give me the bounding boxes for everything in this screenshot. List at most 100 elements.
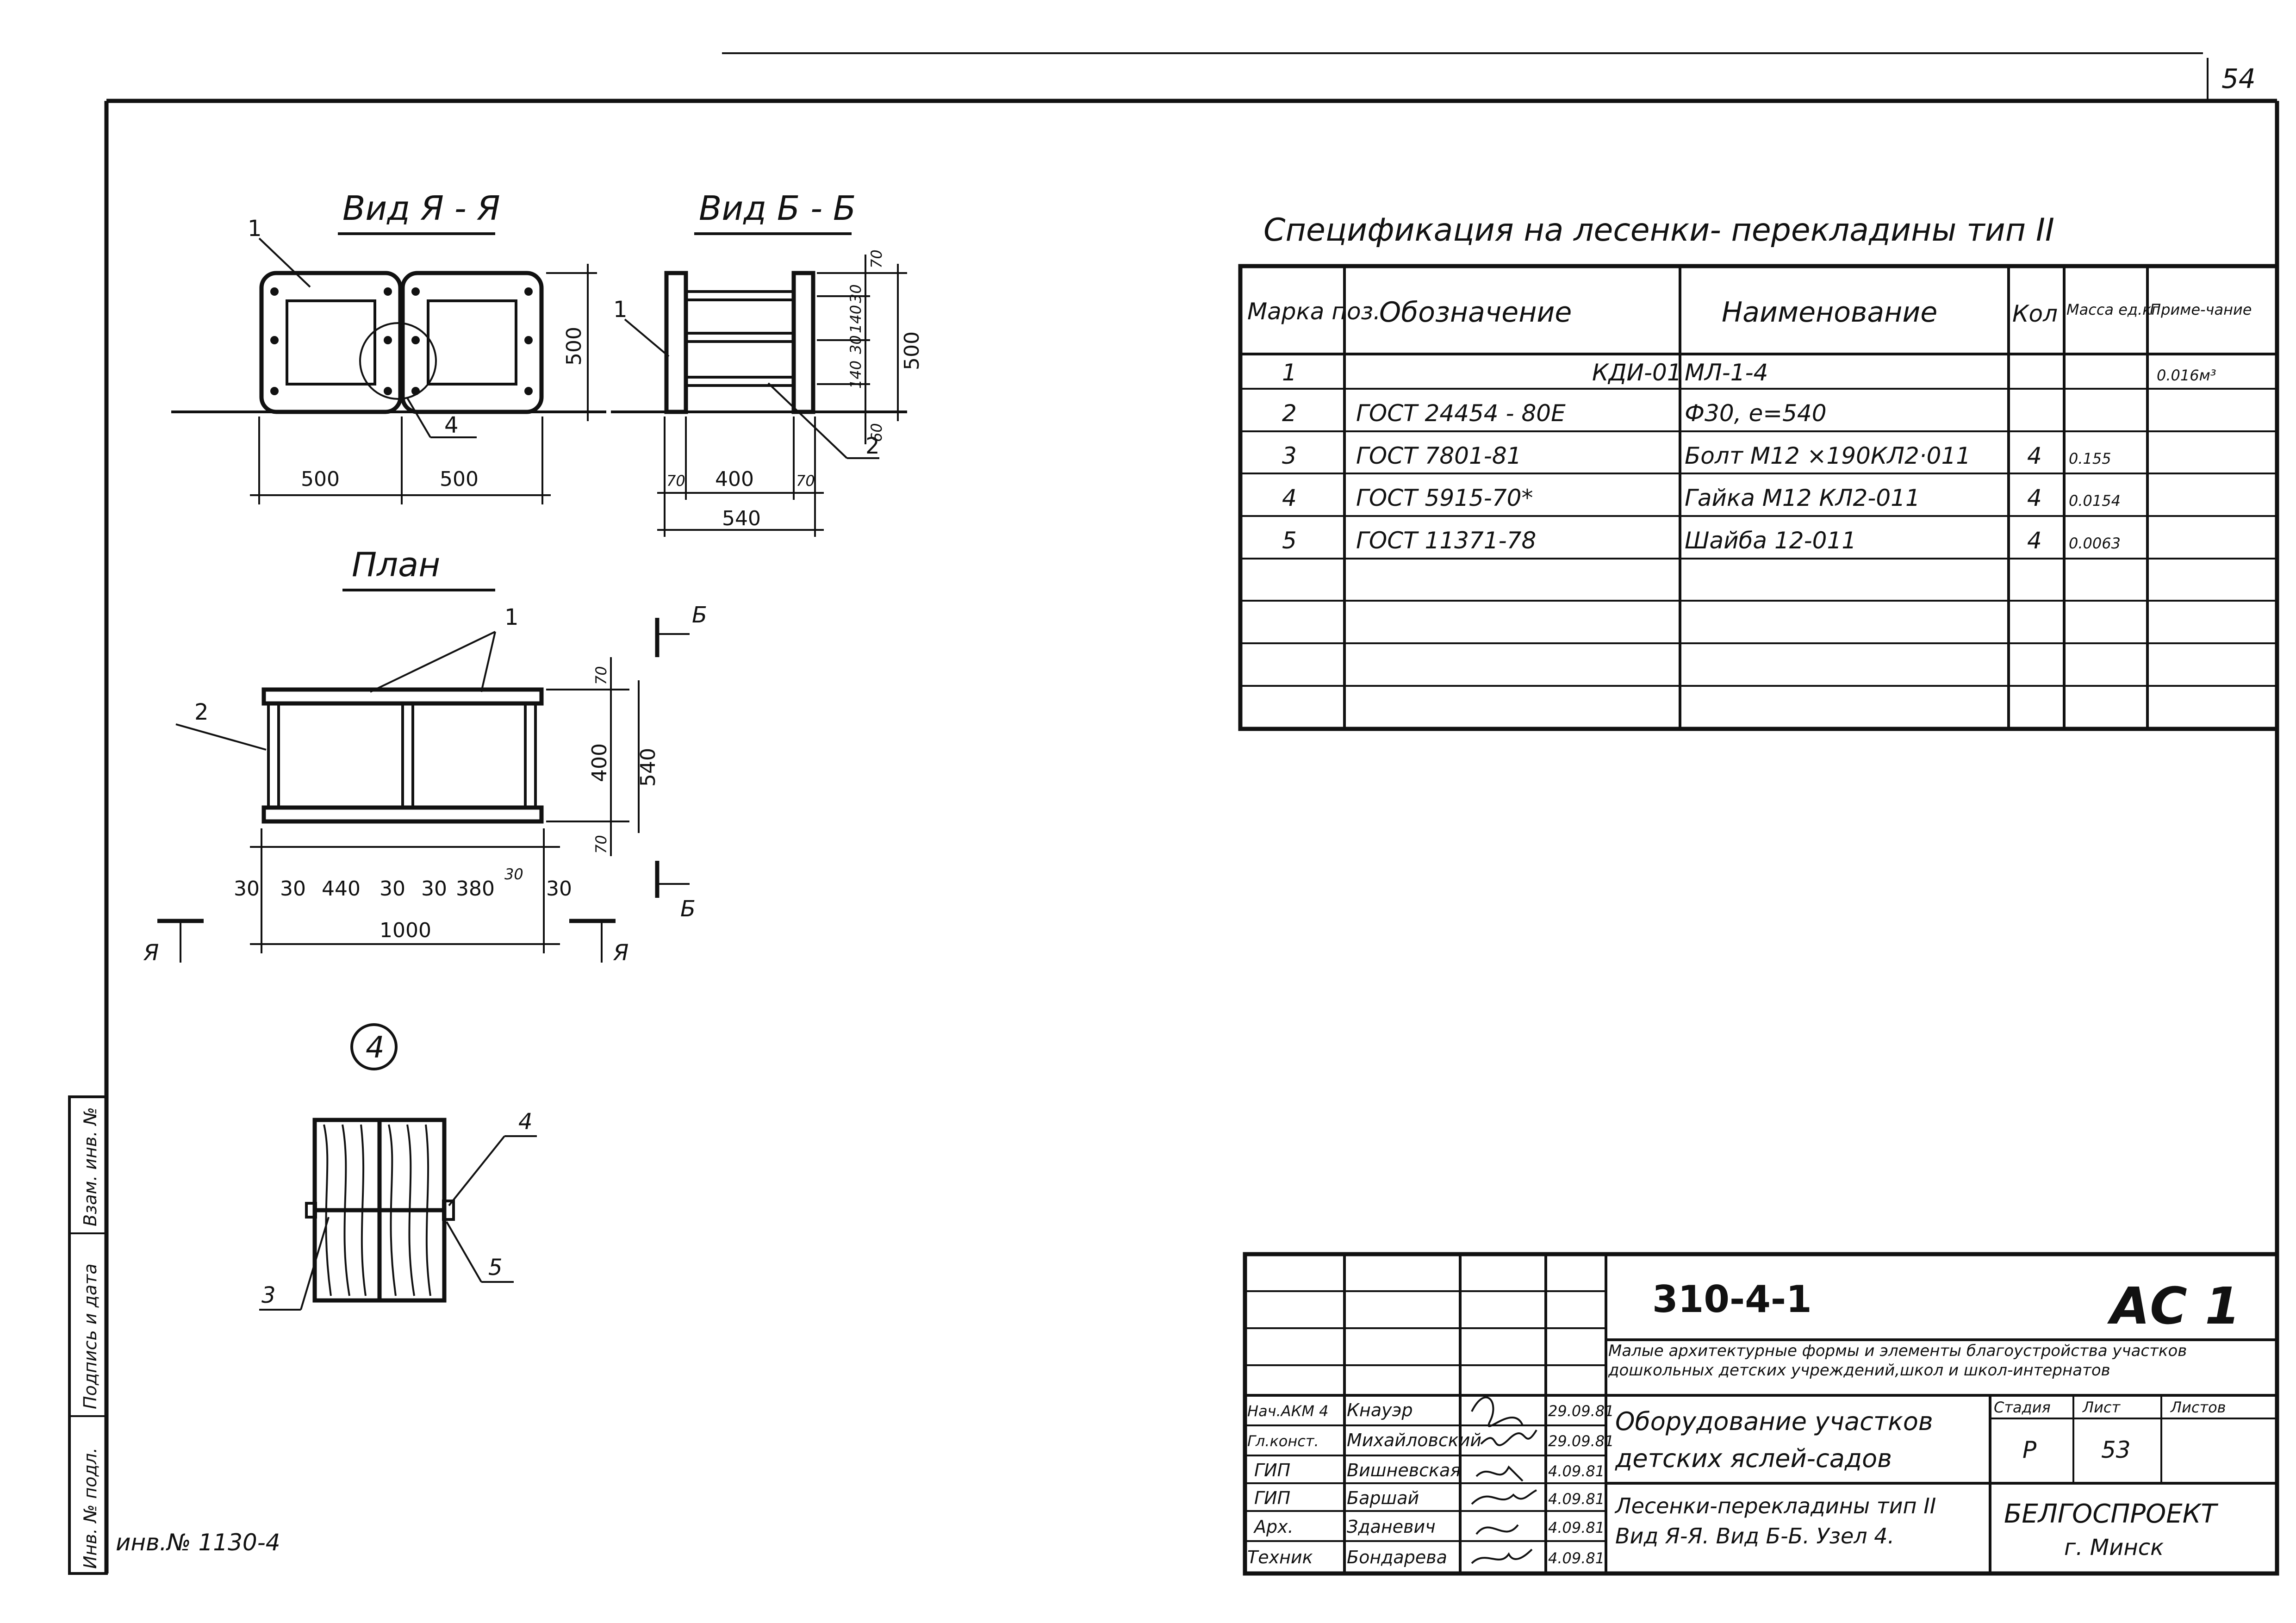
dim-view-b-h-500: 500 [900,331,924,370]
dim-view-b-h-140a: 140 [847,305,865,333]
spec-row3-designation: ГОСТ 7801-81 [1356,442,1521,469]
leader-1-view-a: 1 [248,216,262,242]
spec-row3-mass: 0.155 [2069,450,2111,467]
section-mark-b-bottom: Б [680,896,696,922]
spec-row4-pos: 4 [1282,485,1297,511]
leader-2-plan: 2 [194,699,209,725]
dim-view-b-h-140b: 140 [847,361,865,389]
bolt-icon [270,287,533,395]
spec-row1-pos: 1 [1282,359,1297,386]
plan-title: План [352,545,440,584]
dim-view-b-70-left: 70 [666,472,685,490]
dim-plan-1000: 1000 [380,919,431,942]
spec-row5-mass: 0.0063 [2069,535,2121,552]
spec-row5-name: Шайба 12-011 [1685,527,1856,554]
spec-row5-designation: ГОСТ 11371-78 [1356,527,1536,554]
spec-row4-designation: ГОСТ 5915-70* [1356,485,1533,511]
spec-row4-mass: 0.0154 [2069,492,2121,510]
node-number: 4 [366,1031,385,1065]
spec-row5-pos: 5 [1282,527,1297,554]
stage-value: Р [2022,1436,2037,1463]
dim-view-b-h-30b: 30 [847,335,865,354]
stage-label: Стадия [1994,1399,2051,1416]
spec-header-note: Приме-чание [2150,301,2252,318]
dim-view-b-540: 540 [722,507,761,530]
dim-view-a-500-left: 500 [301,467,340,491]
detail-4-callout [359,322,437,400]
dim-plan-380: 380 [456,877,495,901]
leader-1-plan: 1 [504,604,519,630]
spec-row5-qty: 4 [2027,527,2042,554]
specification: Спецификация на лесенки- перекладины тип… [1238,212,2279,731]
node-4-detail: 4 4 3 5 [259,1023,537,1311]
title-block: 310-4-1 АС 1 Малые архитектурные формы и… [1243,1252,2279,1576]
dim-view-b-h-60: 60 [868,423,885,442]
side-stamp: Взам. инв. № Подпись и дата Инв. № подл.… [68,1095,280,1575]
dim-view-b-h-30a: 30 [847,284,865,303]
sheets-label: Листов [2170,1399,2226,1416]
side-replace-label: Взам. инв. № [80,1107,100,1226]
staff-date-2: 29.09.81 [1548,1432,1614,1450]
sheet-line1: Лесенки-перекладины тип II [1614,1493,1936,1518]
dim-plan-h-540: 540 [636,748,660,787]
sheet-line2: Вид Я-Я. Вид Б-Б. Узел 4. [1615,1524,1894,1548]
page-number: 54 [2221,63,2256,94]
dim-plan-h-70b: 70 [592,835,610,854]
spec-header-designation: Обозначение [1379,296,1572,329]
spec-row1-designation: КДИ-01 [1592,359,1682,386]
dim-plan-30-1: 30 [234,877,260,901]
staff-date-5: 4.09.81 [1548,1519,1605,1536]
leader-5-node: 5 [488,1255,503,1281]
view-b-b: Вид Б - Б 1 2 70 400 70 540 70 30 [611,189,924,537]
staff-date-6: 4.09.81 [1548,1549,1605,1567]
staff-date-4: 4.09.81 [1548,1490,1605,1508]
spec-header-name: Наименование [1722,296,1937,329]
dim-view-a-500-right: 500 [440,467,479,491]
object-line1: Оборудование участков [1615,1407,1933,1436]
staff-role-1: Нач.АКМ 4 [1247,1402,1329,1420]
staff-name-3: Вишневская [1347,1460,1461,1480]
dim-plan-30-6: 30 [546,877,572,901]
spec-header-mass: Масса ед.кг [2066,301,2159,318]
leader-4-node: 4 [518,1109,533,1135]
inventory-number: инв.№ 1130-4 [116,1529,280,1556]
staff-role-2: Гл.конст. [1247,1432,1319,1450]
dim-view-b-70-right: 70 [796,472,815,490]
doc-code: 310-4-1 [1652,1278,1812,1321]
dim-view-a-500-height: 500 [562,327,586,366]
dim-view-b-h-70: 70 [868,249,885,268]
staff-date-1: 29.09.81 [1548,1402,1614,1420]
spec-row2-name: Ф30, е=540 [1685,400,1827,427]
dim-plan-30-5: 30 [504,865,523,883]
spec-row3-qty: 4 [2027,442,2042,469]
side-inv-label: Инв. № подл. [80,1448,100,1569]
spec-header-qty: Кол [2012,300,2058,327]
spec-row1-name: МЛ-1-4 [1685,359,1768,386]
dim-view-b-400: 400 [715,467,754,491]
section-mark-a-left: Я [143,940,159,966]
staff-name-4: Баршай [1347,1488,1419,1508]
staff-name-6: Бондарева [1347,1547,1447,1567]
section-mark-a-right: Я [613,940,628,966]
dim-plan-30-4: 30 [421,877,447,901]
view-a-frame-right [400,271,544,414]
spec-row4-name: Гайка М12 КЛ2-011 [1685,485,1920,511]
spec-title: Спецификация на лесенки- перекладины тип… [1263,212,2054,249]
page-number-block: 54 [722,52,2256,99]
spec-row2-designation: ГОСТ 24454 - 80Е [1356,400,1566,427]
dim-plan-h-400: 400 [588,743,611,782]
staff-role-3: ГИП [1254,1460,1290,1480]
staff-name-2: Михайловский [1347,1430,1481,1450]
leader-1-view-b: 1 [613,297,628,323]
spec-row3-name: Болт М12 ×190КЛ2·011 [1685,442,1971,469]
project-title: Малые архитектурные формы и элементы бла… [1608,1342,2187,1380]
doc-mark: АС 1 [2107,1276,2240,1336]
spec-row1-note: 0.016м³ [2157,367,2216,384]
side-sign-label: Подпись и дата [80,1263,100,1409]
leader-2-view-b: 2 [865,433,880,459]
dim-plan-h-70a: 70 [592,666,610,685]
spec-row2-pos: 2 [1282,400,1297,427]
dim-plan-440: 440 [322,877,361,901]
view-b-title: Вид Б - Б [699,189,856,228]
